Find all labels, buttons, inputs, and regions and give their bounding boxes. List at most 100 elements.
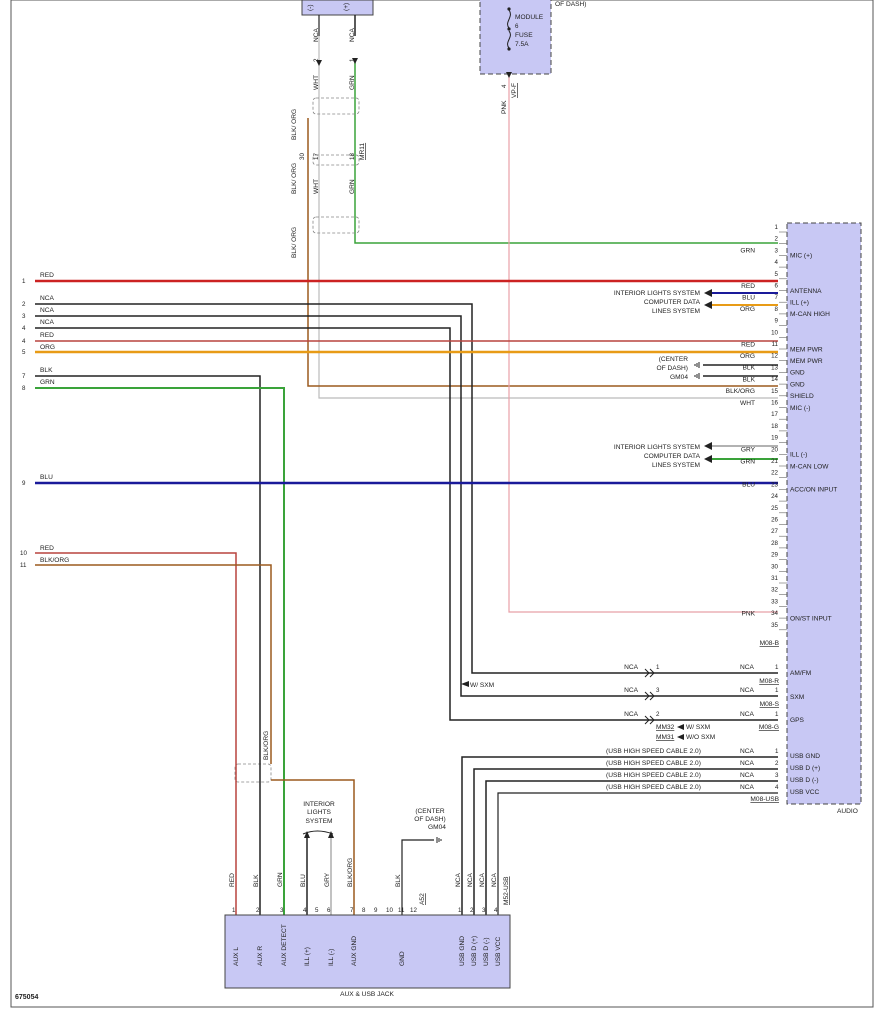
svg-text:M52-USB: M52-USB	[503, 876, 510, 905]
jack-pin-function: AUX DETECT	[281, 924, 288, 966]
audio-pin-number: 18	[771, 423, 778, 430]
svg-text:NCA: NCA	[740, 760, 755, 767]
audio-pin-wire-color: GRN	[740, 248, 755, 255]
audio-pin-number: 30	[771, 563, 778, 570]
svg-text:AUDIO: AUDIO	[837, 808, 858, 815]
svg-text:3: 3	[775, 772, 779, 779]
jack-pin-wire-color: RED	[229, 873, 236, 887]
svg-text:W/O SXM: W/O SXM	[686, 734, 715, 741]
svg-text:BLK/ ORG: BLK/ ORG	[291, 109, 298, 140]
svg-text:18: 18	[349, 153, 356, 160]
svg-text:LINES SYSTEM: LINES SYSTEM	[652, 308, 700, 315]
svg-text:30: 30	[299, 153, 306, 160]
audio-pin-number: 6	[775, 283, 779, 290]
svg-text:INTERIOR LIGHTS SYSTEM: INTERIOR LIGHTS SYSTEM	[614, 444, 700, 451]
svg-text:MODULE: MODULE	[515, 14, 544, 21]
svg-text:SYSTEM: SYSTEM	[305, 818, 332, 825]
audio-pin-function: GND	[790, 381, 805, 388]
svg-text:RED: RED	[40, 272, 54, 279]
svg-text:INTERIOR LIGHTS SYSTEM: INTERIOR LIGHTS SYSTEM	[614, 290, 700, 297]
svg-text:OF DASH): OF DASH)	[656, 365, 688, 372]
svg-text:BLK/ ORG: BLK/ ORG	[291, 163, 298, 194]
svg-text:M08-G: M08-G	[759, 724, 779, 731]
svg-text:BLK/ORG: BLK/ORG	[263, 731, 270, 760]
svg-text:GRN: GRN	[349, 75, 356, 90]
jack-pin-function: ILL (-)	[328, 949, 335, 966]
svg-text:3: 3	[22, 313, 26, 320]
svg-text:M08-USB: M08-USB	[750, 796, 779, 803]
audio-pin-function: M-CAN HIGH	[790, 311, 830, 318]
jack-pin-wire-color: BLK/ORG	[347, 858, 354, 887]
svg-text:NCA: NCA	[740, 748, 755, 755]
audio-pin-function: SHIELD	[790, 393, 814, 400]
svg-text:BLK/ ORG: BLK/ ORG	[291, 227, 298, 258]
svg-text:4: 4	[22, 338, 26, 345]
wire-3-nca	[35, 315, 778, 697]
audio-pin-number: 4	[775, 259, 779, 266]
svg-text:USB D (-): USB D (-)	[790, 777, 819, 784]
ground-icon	[694, 362, 700, 379]
svg-text:NCA: NCA	[740, 664, 755, 671]
jack-usb-pin-number: 4	[494, 907, 498, 914]
svg-text:ORG: ORG	[40, 344, 55, 351]
svg-text:NCA: NCA	[740, 687, 755, 694]
svg-text:2: 2	[775, 760, 779, 767]
svg-text:1: 1	[349, 58, 356, 62]
svg-text:MR11: MR11	[359, 143, 366, 160]
audio-pin-number: 22	[771, 470, 778, 477]
audio-pin-number: 33	[771, 598, 778, 605]
audio-pin-number: 27	[771, 528, 778, 535]
audio-pin-number: 21	[771, 458, 778, 465]
svg-text:(USB HIGH SPEED CABLE 2.0): (USB HIGH SPEED CABLE 2.0)	[606, 760, 701, 767]
svg-text:M08-S: M08-S	[760, 701, 780, 708]
wire-shield	[307, 118, 778, 387]
audio-pin-function: ILL (-)	[790, 452, 807, 459]
svg-text:INTERIOR: INTERIOR	[303, 801, 335, 808]
svg-text:NCA: NCA	[740, 711, 755, 718]
svg-text:(+): (+)	[343, 3, 350, 11]
svg-text:6: 6	[515, 23, 519, 30]
w-sxm-arrow	[461, 681, 469, 687]
svg-text:AUX & USB JACK: AUX & USB JACK	[340, 991, 394, 998]
svg-text:1: 1	[775, 711, 779, 718]
wire-mic-plus	[352, 15, 778, 244]
svg-text:1: 1	[775, 687, 779, 694]
svg-text:1: 1	[22, 278, 26, 285]
audio-pin-function: GND	[790, 370, 805, 377]
audio-pin-number: 12	[771, 353, 778, 360]
svg-text:7.5A: 7.5A	[515, 41, 529, 48]
svg-text:4: 4	[22, 325, 26, 332]
audio-pin-number: 35	[771, 622, 778, 629]
svg-text:NCA: NCA	[624, 687, 639, 694]
coax-connectors	[644, 668, 655, 725]
jack-pin-function: AUX R	[257, 946, 264, 966]
audio-pin-wire-color: RED	[741, 283, 755, 290]
jack-pin-number: 1	[232, 907, 236, 914]
audio-pin-function: MEM PWR	[790, 346, 823, 353]
wire-4-nca	[35, 327, 778, 721]
jack-usb-pin-function: USB VCC	[495, 936, 502, 966]
svg-text:COMPUTER DATA: COMPUTER DATA	[644, 299, 701, 306]
svg-text:MM32: MM32	[656, 724, 675, 731]
jack-pin-function: ILL (+)	[304, 947, 311, 966]
jack-pin-function: AUX L	[233, 947, 240, 966]
svg-text:M08-B: M08-B	[760, 640, 780, 647]
svg-text:W/ SXM: W/ SXM	[686, 724, 710, 731]
jack-pin-number: 6	[327, 907, 331, 914]
svg-text:3: 3	[656, 687, 660, 694]
svg-text:11: 11	[20, 562, 27, 569]
svg-text:NCA: NCA	[624, 664, 639, 671]
svg-text:NCA: NCA	[624, 711, 639, 718]
svg-text:1: 1	[656, 664, 660, 671]
svg-text:NCA: NCA	[740, 784, 755, 791]
svg-text:(-): (-)	[307, 4, 314, 11]
svg-text:NCA: NCA	[740, 772, 755, 779]
svg-text:WHT: WHT	[313, 75, 320, 90]
audio-pin-function: ON/ST INPUT	[790, 615, 832, 622]
audio-pin-wire-color: RED	[741, 341, 755, 348]
jack-usb-pin-number: 1	[458, 907, 462, 914]
usb-wire-4	[497, 792, 778, 915]
svg-text:NCA: NCA	[40, 319, 55, 326]
